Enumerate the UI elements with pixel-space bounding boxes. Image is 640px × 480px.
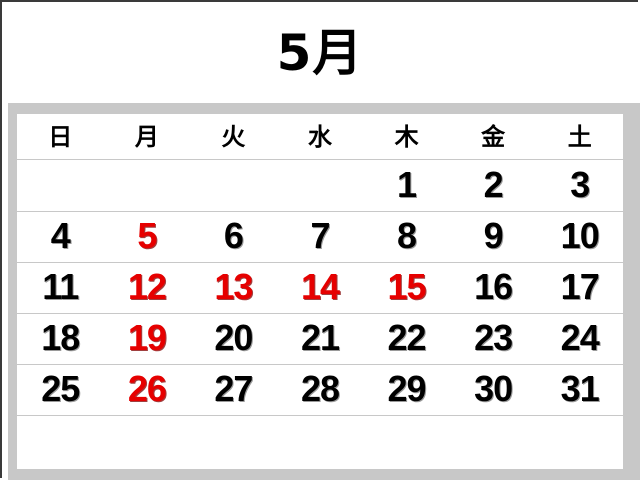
day-cell-highlighted: 12: [127, 266, 167, 307]
day-cell: 24: [560, 317, 600, 358]
day-cell: 17: [560, 266, 600, 307]
day-cell: [277, 160, 364, 210]
day-cell-highlighted: 5: [137, 215, 157, 256]
day-cell: 27: [214, 368, 253, 409]
day-cell-highlighted: 26: [127, 368, 167, 409]
day-cell: 11: [42, 266, 79, 307]
day-cell: 2: [483, 164, 504, 205]
weekday-header: 土: [536, 114, 623, 160]
day-cell-highlighted: 19: [127, 317, 167, 358]
day-cell: 4: [50, 215, 71, 256]
day-cell: 22: [387, 317, 427, 358]
week-divider: [17, 364, 623, 365]
day-cell: 20: [214, 317, 253, 358]
day-cell-highlighted: 14: [300, 266, 340, 307]
weekday-header: 日: [17, 114, 104, 160]
month-title: 5月: [276, 24, 364, 82]
day-cell-highlighted: 15: [387, 266, 427, 307]
day-cell: 1: [397, 164, 417, 205]
day-cell: 28: [300, 368, 340, 409]
day-cell: [17, 160, 104, 210]
day-cell: 8: [397, 215, 417, 256]
week-divider: [17, 211, 623, 212]
day-cell: 29: [387, 368, 427, 409]
week-divider: [17, 415, 623, 416]
day-cell: [104, 160, 191, 210]
day-cell: 6: [223, 215, 244, 256]
day-cell: 30: [474, 368, 513, 409]
weekday-header: 月: [103, 114, 191, 160]
day-cell: 31: [560, 368, 600, 409]
day-cell: 9: [483, 215, 504, 256]
weekday-header: 木: [363, 114, 450, 160]
week-divider: [17, 262, 623, 263]
day-cell: 3: [570, 164, 590, 205]
week-divider: [17, 313, 623, 314]
weekday-header: 金: [449, 114, 537, 160]
day-cell: 16: [474, 266, 513, 307]
day-cell: 21: [300, 317, 340, 358]
day-cell: [190, 160, 277, 210]
day-cell-highlighted: 13: [214, 266, 253, 307]
weekday-header: 火: [190, 114, 277, 160]
day-cell: 23: [474, 317, 513, 358]
day-cell: 25: [41, 368, 80, 409]
day-cell: 18: [41, 317, 80, 358]
weekday-header: 水: [276, 114, 364, 160]
day-cell: 7: [310, 215, 330, 256]
day-cell: 10: [560, 215, 600, 256]
